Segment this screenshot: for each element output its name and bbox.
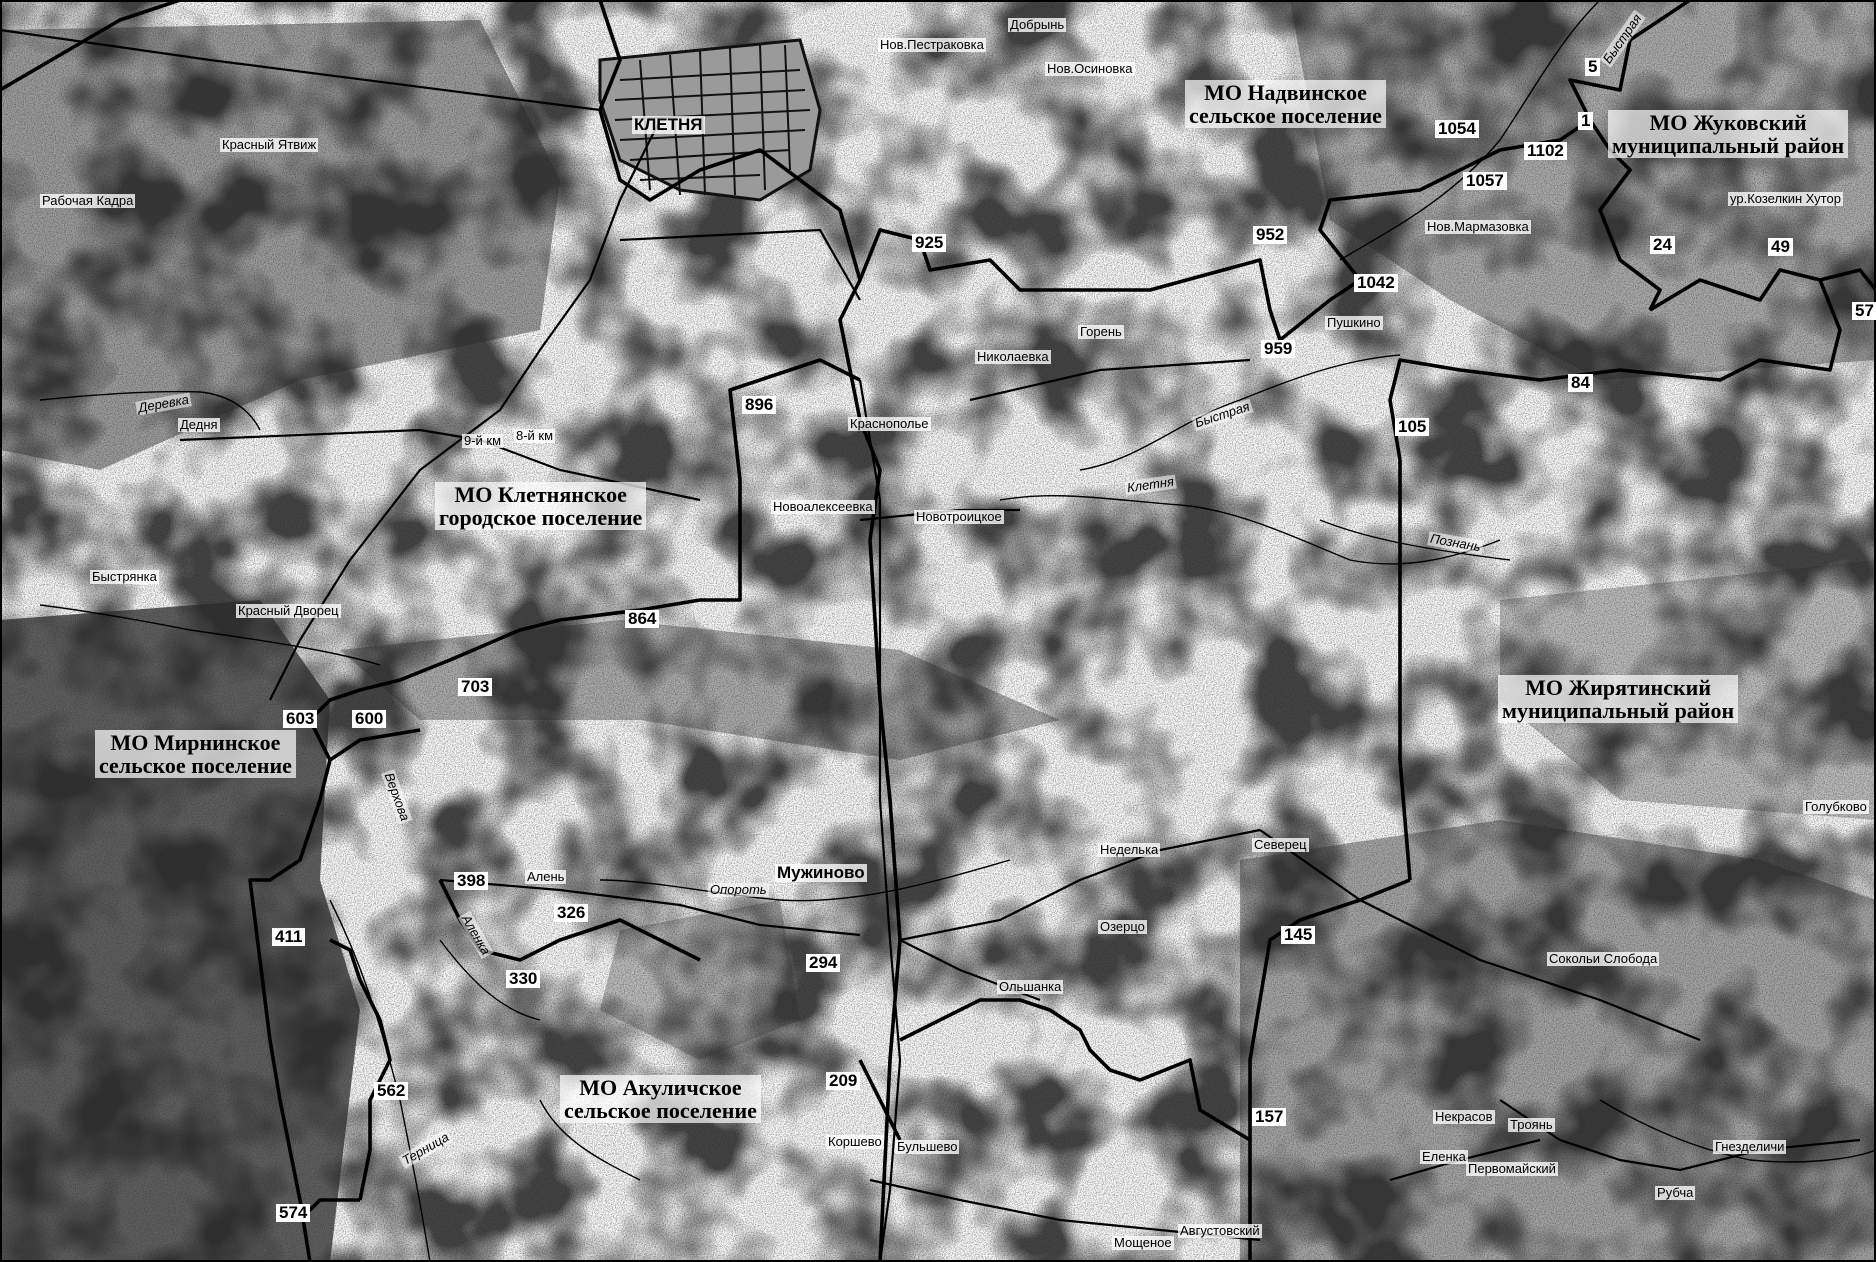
settlement-label-goren[interactable]: Горень: [1078, 324, 1124, 339]
settlement-label-pushkino[interactable]: Пушкино: [1325, 315, 1383, 330]
settlement-label-muzhinovo[interactable]: Мужиново: [775, 863, 867, 882]
settlement-label-alen[interactable]: Алень: [525, 869, 567, 884]
settlement-label-rubcha[interactable]: Рубча: [1655, 1185, 1696, 1200]
settlement-label-sokolya-sloboda[interactable]: Сокольи Слобода: [1547, 951, 1660, 966]
boundary-marker[interactable]: 209: [826, 1072, 861, 1090]
boundary-marker[interactable]: 1: [1578, 112, 1594, 130]
settlement-label-korshevo[interactable]: Коршево: [826, 1134, 884, 1149]
boundary-marker[interactable]: 952: [1253, 226, 1288, 244]
boundary-marker[interactable]: 600: [352, 710, 387, 728]
settlement-label-krasnopolye[interactable]: Краснополье: [848, 416, 931, 431]
boundary-marker[interactable]: 294: [806, 954, 841, 972]
settlement-label-km8[interactable]: 8-й км: [514, 428, 556, 443]
settlement-label-olshanka[interactable]: Ольшанка: [997, 979, 1064, 994]
settlement-label-rabochaya-kadra[interactable]: Рабочая Кадра: [40, 193, 136, 208]
boundary-marker[interactable]: 411: [272, 928, 306, 946]
boundary-marker[interactable]: 57: [1852, 302, 1876, 320]
settlement-label-nov-marmazovka[interactable]: Нов.Мармазовка: [1425, 219, 1531, 234]
boundary-marker[interactable]: 330: [506, 970, 541, 988]
boundary-marker[interactable]: 105: [1395, 418, 1430, 436]
settlement-label-bulshevo[interactable]: Бульшево: [895, 1139, 960, 1154]
settlement-label-ur-kozelkin-khutor[interactable]: ур.Козелкин Хутор: [1728, 191, 1843, 206]
settlement-label-novotroitskoe[interactable]: Новотроицкое: [914, 509, 1004, 524]
settlement-label-severets[interactable]: Северец: [1252, 837, 1309, 852]
boundary-marker[interactable]: 157: [1252, 1108, 1287, 1126]
settlement-label-nov-osinovka[interactable]: Нов.Осиновка: [1045, 61, 1135, 76]
settlement-label-moshchenoe[interactable]: Мощеное: [1112, 1235, 1174, 1250]
settlement-label-nedelka[interactable]: Неделька: [1098, 842, 1161, 857]
settlement-label-gnezdelichi[interactable]: Гнезделичи: [1713, 1139, 1787, 1154]
settlement-label-dednya[interactable]: Дедня: [178, 417, 220, 432]
settlement-label-pervomaysky[interactable]: Первомайский: [1466, 1161, 1558, 1176]
settlement-label-golubkovo[interactable]: Голубково: [1803, 799, 1869, 814]
boundary-marker[interactable]: 1102: [1524, 142, 1567, 160]
boundary-marker[interactable]: 145: [1281, 926, 1316, 944]
boundary-marker[interactable]: 1042: [1354, 274, 1398, 292]
boundary-marker[interactable]: 864: [625, 610, 660, 628]
river-label-oporot: Опороть: [708, 882, 769, 897]
settlement-label-elenka[interactable]: Еленка: [1420, 1149, 1468, 1164]
boundary-marker[interactable]: 24: [1650, 236, 1675, 254]
settlement-label-nikolaevka[interactable]: Николаевка: [975, 349, 1051, 364]
boundary-marker[interactable]: 1054: [1435, 120, 1479, 138]
settlement-label-novoalekseevka[interactable]: Новоалексеевка: [771, 499, 875, 514]
rivers: [39, 0, 1876, 1262]
settlement-label-kletnya[interactable]: КЛЕТНЯ: [632, 115, 705, 134]
settlement-label-bystryanka[interactable]: Быстрянка: [90, 569, 159, 584]
boundary-marker[interactable]: 959: [1261, 340, 1296, 358]
boundary-marker[interactable]: 925: [912, 234, 947, 252]
boundary-marker[interactable]: 574: [276, 1204, 311, 1222]
settlement-label-km9[interactable]: 9-й км: [462, 433, 504, 448]
boundary-marker[interactable]: 49: [1768, 238, 1793, 256]
settlement-label-krasny-yatvizh[interactable]: Красный Ятвиж: [220, 137, 319, 152]
boundary-marker[interactable]: 703: [458, 678, 493, 696]
settlement-label-krasny-dvorets[interactable]: Красный Дворец: [236, 603, 341, 618]
boundary-marker[interactable]: 5: [1585, 58, 1601, 76]
settlement-label-avgustovsky[interactable]: Августовский: [1178, 1223, 1262, 1238]
settlement-label-nov-pestrakovka[interactable]: Нов.Пестраковка: [878, 37, 986, 52]
settlement-label-nekrasov[interactable]: Некрасов: [1433, 1109, 1495, 1124]
boundary-marker[interactable]: 562: [374, 1082, 409, 1100]
boundary-marker[interactable]: 1057: [1463, 172, 1507, 190]
boundary-marker[interactable]: 896: [742, 396, 777, 414]
settlement-label-troyan[interactable]: Троянь: [1508, 1117, 1555, 1132]
settlement-label-dobryn[interactable]: Добрынь: [1008, 17, 1067, 32]
settlement-label-ozertso[interactable]: Озерцо: [1098, 919, 1147, 934]
boundary-marker[interactable]: 603: [283, 710, 318, 728]
boundary-marker[interactable]: 398: [454, 872, 489, 890]
boundary-marker[interactable]: 84: [1568, 374, 1593, 392]
roads: [0, 28, 1861, 1262]
boundary-marker[interactable]: 326: [554, 904, 589, 922]
